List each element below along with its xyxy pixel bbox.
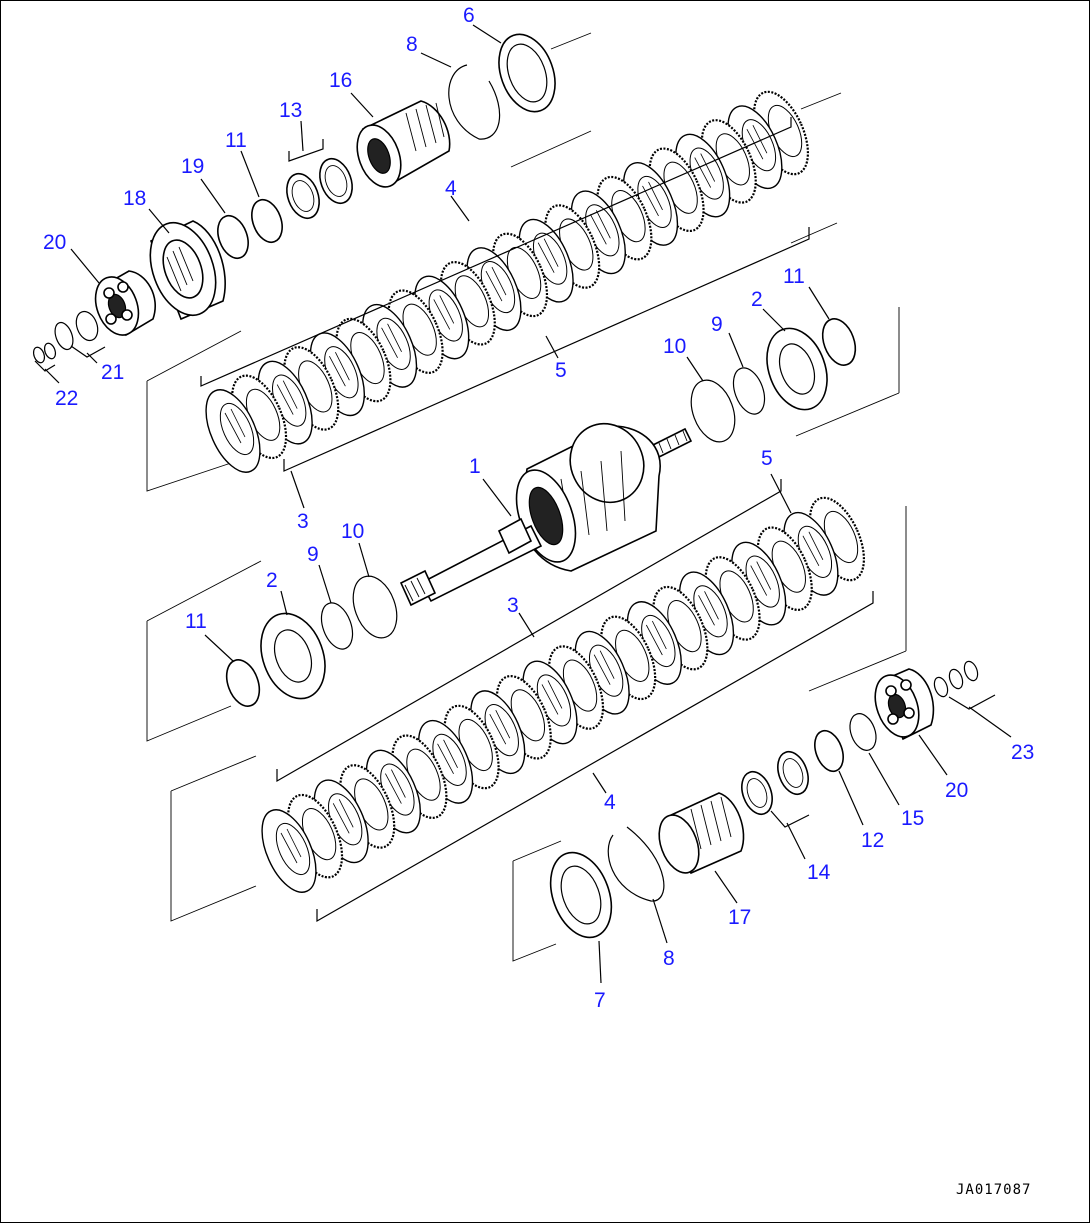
callout-22: 22 (55, 387, 78, 410)
callout-5-upper: 5 (555, 359, 567, 382)
seal-part-10-lower (352, 575, 398, 639)
lower-clutch-disc-facing (750, 561, 772, 596)
drawing-code: JA017087 (956, 1182, 1031, 1198)
upper-clutch-disc-facing (589, 210, 611, 245)
sleeve-part-16 (356, 100, 451, 188)
seal-part-10-upper (690, 379, 736, 443)
bearing-part-20-upper (94, 270, 156, 337)
callout-18: 18 (123, 187, 146, 210)
ring-part-11-upper-left (251, 198, 283, 244)
needle-bearings-part-13 (286, 157, 353, 220)
upper-clutch-disc-facing (224, 408, 246, 444)
callout-10-upper: 10 (663, 335, 686, 358)
lower-clutch-disc (261, 809, 317, 893)
callout-10-lower: 10 (341, 520, 364, 543)
upper-clutch-frame (146, 92, 900, 492)
callout-9-lower: 9 (307, 543, 319, 566)
callout-21: 21 (101, 361, 124, 384)
snap-rings-part-23 (933, 660, 979, 698)
callout-3-lower: 3 (507, 594, 519, 617)
callout-9-upper: 9 (711, 313, 723, 336)
callout-14: 14 (807, 861, 831, 884)
gear-part-18 (149, 220, 226, 321)
lower-clutch-disc-facing (593, 650, 615, 685)
upper-pack-brackets (200, 117, 810, 509)
lower-clutch-frame (146, 506, 907, 962)
callout-13: 13 (279, 99, 302, 122)
callout-5-lower: 5 (761, 447, 773, 470)
callout-12: 12 (861, 829, 884, 852)
upper-clutch-disc-facing (433, 295, 455, 330)
thrust-washer-part-7 (549, 851, 613, 939)
callout-8-lower: 8 (663, 947, 675, 970)
callout-4-lower: 4 (604, 791, 616, 814)
callout-3-upper: 3 (297, 510, 309, 533)
callout-1: 1 (469, 455, 481, 478)
snap-rings-part-22 (32, 342, 57, 364)
upper-clutch-disc-bore (219, 402, 255, 456)
upper-clutch-disc-facing (276, 380, 298, 415)
callout-23: 23 (1011, 741, 1034, 764)
piston-part-2-lower (260, 612, 326, 700)
lower-clutch-disc-facing (541, 680, 563, 715)
callout-19: 19 (181, 155, 204, 178)
upper-clutch-disc (205, 389, 261, 473)
upper-clutch-disc-facing (694, 153, 716, 188)
lower-clutch-disc-facing (489, 709, 511, 745)
upper-clutch-disc-facing (746, 125, 768, 160)
seal-part-9-upper (732, 367, 766, 415)
lower-clutch-disc-facing (802, 531, 824, 567)
thrust-washer-part-6 (498, 33, 556, 113)
bearing-part-20-lower (874, 668, 935, 741)
lower-clutch-disc-facing (437, 739, 458, 775)
callout-2-upper: 2 (751, 288, 763, 311)
upper-clutch-disc-facing (381, 323, 402, 359)
upper-clutch-disc-facing (329, 352, 350, 387)
callout-16: 16 (329, 69, 352, 92)
callout-11-upper-left: 11 (225, 129, 247, 152)
snap-ring-part-8-upper (448, 64, 501, 140)
leader-lines (34, 24, 1012, 984)
upper-clutch-disc-facing (537, 238, 559, 273)
seal-part-9-lower (320, 602, 354, 650)
ring-part-19 (217, 214, 249, 260)
callout-15: 15 (901, 807, 924, 830)
callout-8-upper: 8 (406, 33, 418, 56)
lower-clutch-disc-bore (275, 822, 311, 876)
lower-pack-brackets (276, 473, 874, 923)
ring-part-11-lower (225, 659, 261, 707)
lower-clutch-disc-facing (385, 769, 406, 804)
shim-part-15 (849, 713, 877, 751)
snap-ring-part-8-lower (607, 826, 665, 902)
shaft-carrier-part-1 (399, 422, 693, 607)
callout-20-lower: 20 (945, 779, 968, 802)
lower-clutch-disc-facing (645, 620, 667, 656)
callout-11-lower: 11 (185, 610, 207, 633)
ring-part-12 (814, 729, 844, 773)
piston-part-2-upper (766, 327, 828, 411)
upper-clutch-disc-stack (205, 90, 810, 473)
sleeve-part-17 (658, 792, 745, 875)
lower-clutch-disc-facing (698, 591, 719, 626)
lower-clutch-disc-facing (280, 828, 302, 864)
callout-7: 7 (594, 989, 606, 1012)
callout-6: 6 (463, 4, 475, 27)
callout-4-upper: 4 (445, 177, 457, 200)
callout-2-lower: 2 (266, 569, 278, 592)
upper-clutch-disc-facing (485, 266, 507, 302)
needle-bearings-part-14 (741, 750, 809, 816)
callout-labels: 1 2 2 3 3 4 4 5 5 6 7 8 8 9 9 10 10 11 1… (43, 4, 1034, 1012)
callout-11-right: 11 (783, 265, 805, 288)
ring-part-11-right (821, 318, 857, 366)
lower-clutch-disc-stack (261, 496, 866, 893)
lower-clutch-disc-facing (332, 799, 354, 834)
shims-part-21 (54, 310, 99, 351)
callout-20-upper: 20 (43, 231, 66, 254)
callout-17: 17 (728, 906, 751, 929)
